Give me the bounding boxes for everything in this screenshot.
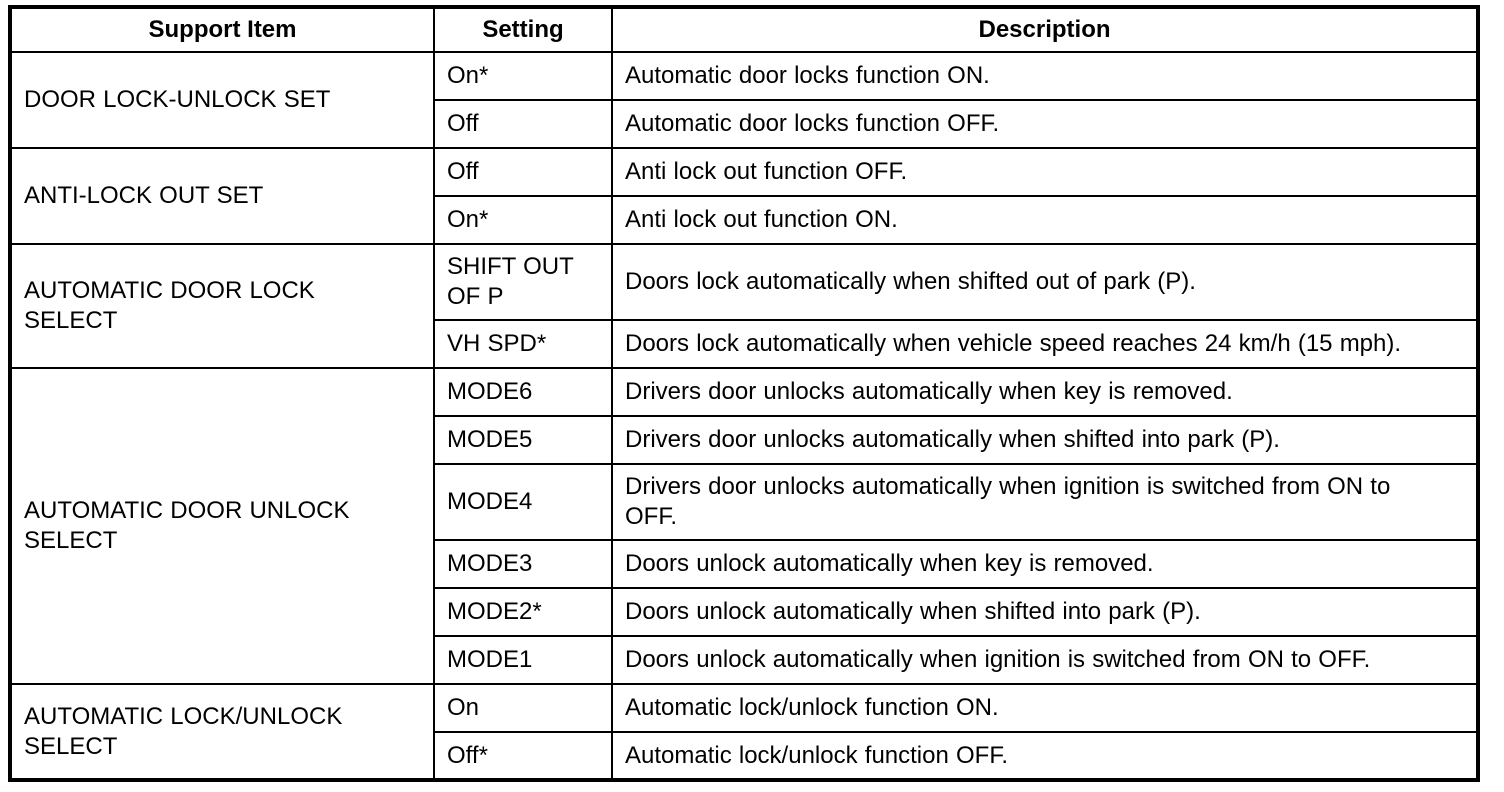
setting-cell: MODE6 bbox=[433, 367, 613, 417]
setting-cell: On* bbox=[433, 51, 613, 101]
description-cell: Doors unlock automatically when ignition… bbox=[611, 635, 1479, 685]
table-row: VH SPD*Doors lock automatically when veh… bbox=[10, 319, 1479, 369]
table-row: MODE2*Doors unlock automatically when sh… bbox=[10, 587, 1479, 637]
support-item-cell: AUTOMATIC DOOR UNLOCK SELECT bbox=[9, 367, 435, 685]
description-cell: Automatic door locks function ON. bbox=[611, 51, 1479, 101]
column-header-support-item: Support Item bbox=[9, 6, 435, 53]
setting-cell: MODE3 bbox=[433, 539, 613, 589]
support-item-cell: ANTI-LOCK OUT SET bbox=[9, 147, 435, 245]
description-cell: Drivers door unlocks automatically when … bbox=[611, 463, 1479, 541]
setting-cell: MODE2* bbox=[433, 587, 613, 637]
setting-cell: VH SPD* bbox=[433, 319, 613, 369]
setting-cell: Off bbox=[433, 99, 613, 149]
table-row: Off*Automatic lock/unlock function OFF. bbox=[10, 731, 1479, 781]
setting-cell: MODE1 bbox=[433, 635, 613, 685]
support-item-cell: AUTOMATIC LOCK/UNLOCK SELECT bbox=[9, 683, 435, 781]
setting-cell: SHIFT OUT OF P bbox=[433, 243, 613, 321]
setting-cell: On bbox=[433, 683, 613, 733]
description-cell: Drivers door unlocks automatically when … bbox=[611, 415, 1479, 465]
description-cell: Automatic lock/unlock function ON. bbox=[611, 683, 1479, 733]
table-header-row: Support Item Setting Description bbox=[9, 6, 1479, 53]
support-settings-table: Support Item Setting Description DOOR LO… bbox=[8, 5, 1480, 782]
description-cell: Anti lock out function OFF. bbox=[611, 147, 1479, 197]
description-cell: Automatic lock/unlock function OFF. bbox=[611, 731, 1479, 781]
setting-cell: MODE4 bbox=[433, 463, 613, 541]
description-cell: Drivers door unlocks automatically when … bbox=[611, 367, 1479, 417]
table-row: On*Anti lock out function ON. bbox=[10, 195, 1479, 245]
column-header-description: Description bbox=[611, 6, 1479, 53]
column-header-setting: Setting bbox=[433, 6, 613, 53]
setting-cell: MODE5 bbox=[433, 415, 613, 465]
description-cell: Doors lock automatically when vehicle sp… bbox=[611, 319, 1479, 369]
setting-cell: On* bbox=[433, 195, 613, 245]
support-item-cell: DOOR LOCK-UNLOCK SET bbox=[9, 51, 435, 149]
description-cell: Doors unlock automatically when shifted … bbox=[611, 587, 1479, 637]
description-cell: Anti lock out function ON. bbox=[611, 195, 1479, 245]
setting-cell: Off bbox=[433, 147, 613, 197]
description-cell: Automatic door locks function OFF. bbox=[611, 99, 1479, 149]
support-item-cell: AUTOMATIC DOOR LOCK SELECT bbox=[9, 243, 435, 369]
description-cell: Doors unlock automatically when key is r… bbox=[611, 539, 1479, 589]
setting-cell: Off* bbox=[433, 731, 613, 781]
description-cell: Doors lock automatically when shifted ou… bbox=[611, 243, 1479, 321]
